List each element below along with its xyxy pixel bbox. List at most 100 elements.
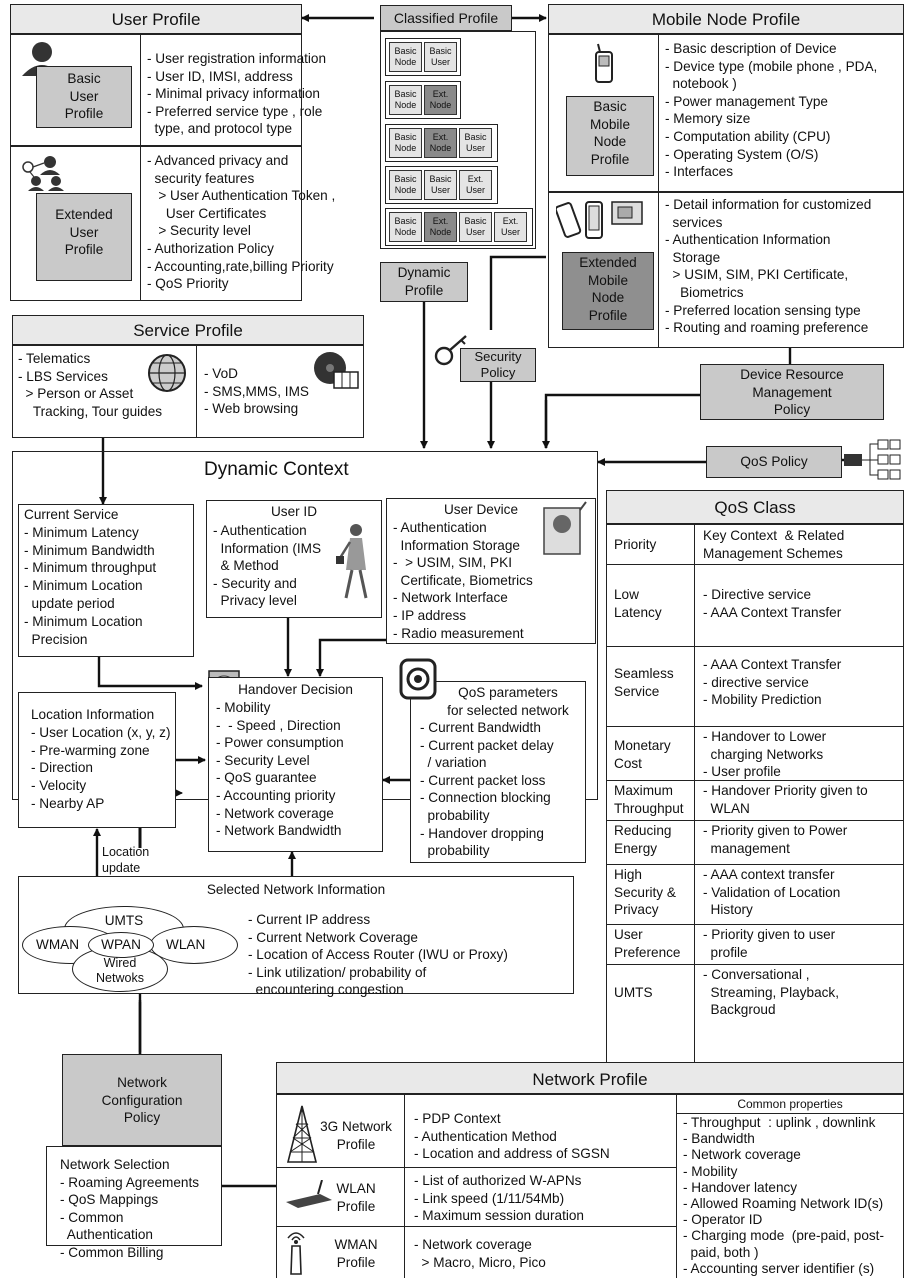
handover-decision-title: Handover Decision [238, 682, 353, 697]
network-tree-icon [844, 439, 901, 480]
handover-decision-items: - Mobility - - Speed , Direction - Power… [216, 700, 344, 839]
network-profile-row [276, 1167, 676, 1168]
user-device-items: - Authentication Information Storage - >… [393, 520, 533, 641]
handover-decision-box [208, 677, 383, 852]
device-resource-policy-box [700, 364, 884, 420]
globe-icon [148, 354, 186, 392]
basic-node-tag: Basic Node [389, 85, 422, 115]
qos-class-name: User Preference [614, 927, 681, 960]
qos-class-desc: Key Context & Related Management Schemes [703, 528, 845, 561]
qos-class-row [606, 964, 904, 965]
network-configuration-policy-label: Network Configuration Policy [101, 1075, 183, 1126]
basic-node-tag: Basic Node [389, 212, 422, 242]
3g-network-profile-label: 3G Network Profile [320, 1119, 392, 1152]
dynamic-profile-label: Dynamic Profile [397, 265, 451, 298]
user-id-items: - Authentication Information (IMS & Meth… [213, 523, 322, 609]
qos-class-divider [694, 524, 696, 1070]
classified-row-4: Basic Node Basic User Ext. User [385, 166, 498, 204]
service-profile-panel [12, 345, 364, 438]
ext-node-tag: Ext. Node [424, 128, 457, 158]
extended-mobile-node-items: - Detail information for customized serv… [665, 197, 872, 336]
basic-user-profile-box [36, 66, 132, 128]
current-service-box [18, 504, 194, 657]
security-policy-box [460, 348, 536, 382]
network-profile-divider [676, 1094, 678, 1278]
network-configuration-policy-box [62, 1054, 222, 1146]
device-resource-policy-label: Device Resource Management Policy [740, 367, 844, 418]
wman-profile-label: WMAN Profile [334, 1237, 378, 1270]
basic-node-tag: Basic Node [389, 170, 422, 200]
qos-class-row [606, 780, 904, 781]
extended-mobile-node-label: Extended Mobile Node Profile [579, 255, 637, 323]
selected-network-title: Selected Network Information [206, 882, 386, 897]
basic-user-profile-label: Basic User Profile [64, 71, 104, 122]
extended-user-profile-box [36, 193, 132, 281]
qos-class-name: Reducing Energy [614, 823, 672, 856]
service-profile-right-items: - VoD - SMS,MMS, IMS - Web browsing [204, 366, 309, 417]
network-selection-items: Network Selection - Roaming Agreements -… [60, 1157, 200, 1260]
wired-networks-label: Wired Netwoks [96, 956, 144, 985]
qos-class-name: Maximum Throughput [614, 783, 684, 816]
wpan-network-ellipse [88, 932, 154, 958]
qos-class-desc: - Priority given to user profile [703, 927, 836, 960]
extended-user-profile-label: Extended User Profile [55, 207, 113, 258]
location-info-items: Location Information - User Location (x,… [31, 707, 171, 811]
dynamic-context-title: Dynamic Context [204, 459, 349, 480]
service-profile-left-items: - Telematics - LBS Services > Person or … [18, 351, 163, 419]
common-properties-items: - Throughput : uplink , downlink - Bandw… [683, 1115, 884, 1276]
classified-row-1: Basic Node Basic User [385, 38, 461, 76]
classified-row-2: Basic Node Ext. Node [385, 81, 461, 119]
qos-class-row [606, 864, 904, 865]
wman-antenna-icon [287, 1232, 305, 1275]
qos-class-row [606, 726, 904, 727]
classified-profile-title: Classified Profile [380, 5, 512, 31]
basic-mobile-node-label: Basic Mobile Node Profile [589, 99, 631, 167]
qos-policy-box [706, 446, 842, 478]
user-id-title: User ID [270, 504, 318, 519]
qos-class-desc: - Priority given to Power management [703, 823, 848, 856]
qos-parameters-title: QoS parameters for selected network [447, 685, 569, 718]
dynamic-profile-box [380, 262, 468, 302]
3g-network-profile-items: - PDP Context - Authentication Method - … [414, 1111, 610, 1162]
qos-class-table [606, 524, 904, 1070]
wpan-label: WPAN [101, 937, 141, 952]
ext-user-tag: Ext. User [494, 212, 527, 242]
key-icon [434, 335, 467, 366]
cell-tower-icon [286, 1105, 318, 1163]
qos-policy-label: QoS Policy [740, 454, 808, 469]
network-profile-divider [404, 1094, 406, 1278]
qos-parameters-items: - Current Bandwidth - Current packet del… [420, 720, 554, 859]
wlan-profile-items: - List of authorized W-APNs - Link speed… [414, 1173, 584, 1224]
basic-node-tag: Basic Node [389, 42, 422, 72]
network-profile-panel [276, 1094, 904, 1278]
network-profile-title: Network Profile [276, 1062, 904, 1094]
media-disc-icon [314, 352, 359, 389]
basic-mobile-node-items: - Basic description of Device - Device t… [665, 41, 878, 180]
umts-label: UMTS [104, 913, 144, 928]
qos-class-desc: - AAA context transfer - Validation of L… [703, 867, 841, 918]
qos-class-desc: - Directive service - AAA Context Transf… [703, 587, 842, 620]
current-service-items: Current Service - Minimum Latency - Mini… [24, 507, 157, 647]
qos-parameters-box [410, 681, 586, 863]
wlan-profile-label: WLAN Profile [336, 1181, 376, 1214]
qos-class-desc: - Handover Priority given to WLAN [703, 783, 868, 816]
qos-class-desc: - Conversational , Streaming, Playback, … [703, 967, 839, 1018]
user-profile-divider [140, 34, 142, 301]
qos-class-title: QoS Class [606, 490, 904, 524]
wlan-network-ellipse [150, 926, 238, 964]
location-info-box [18, 692, 176, 828]
network-profile-row [276, 1226, 676, 1227]
network-selection-box [46, 1146, 222, 1246]
qos-class-row [606, 820, 904, 821]
wman-label: WMAN [36, 937, 80, 952]
wlan-label: WLAN [166, 937, 206, 952]
basic-mobile-node-box [566, 96, 654, 176]
user-group-icon [22, 156, 64, 191]
basic-user-profile-items: - User registration information - User I… [147, 51, 327, 137]
basic-user-tag: Basic User [459, 212, 492, 242]
location-update-label: Location update [102, 845, 150, 875]
qos-class-row [606, 646, 904, 647]
mobile-node-profile-title: Mobile Node Profile [548, 4, 904, 34]
qos-class-name: UMTS [614, 985, 653, 1000]
qos-class-name: Seamless Service [614, 666, 674, 699]
